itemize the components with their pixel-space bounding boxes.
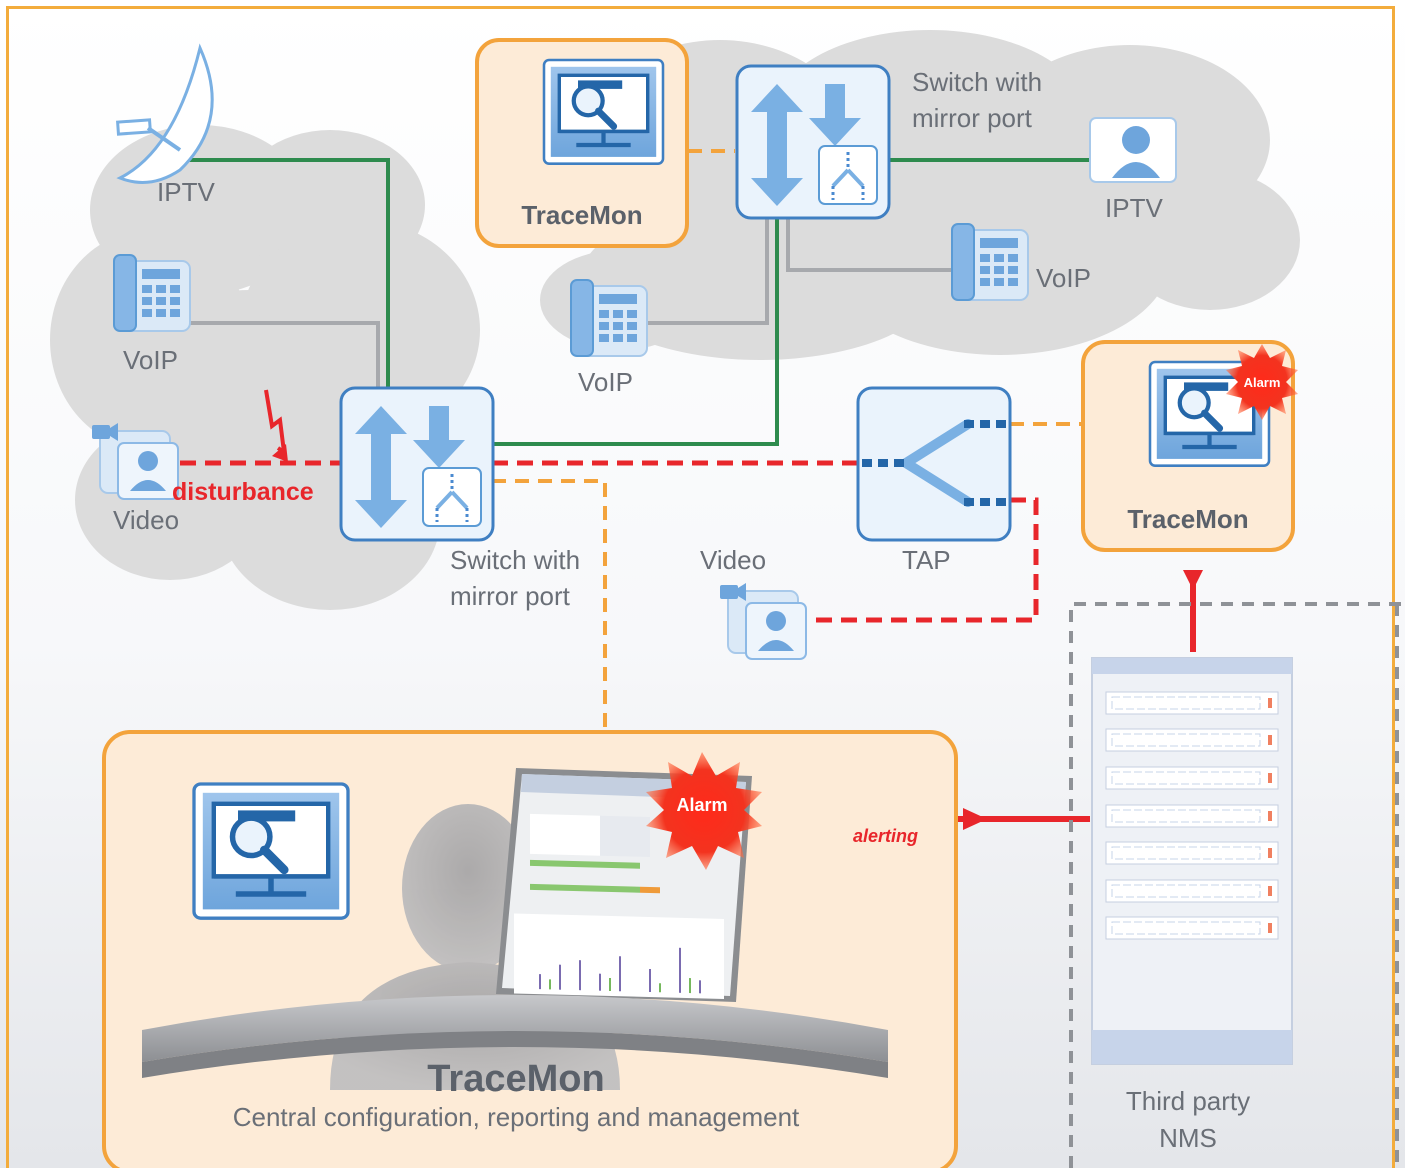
- link-green-mid: [492, 218, 779, 446]
- link-red-disturbed: [180, 460, 1039, 623]
- label-alarm-small: Alarm: [1243, 375, 1281, 390]
- rack-unit: [1105, 766, 1279, 790]
- label-tracemon-central: TraceMon: [427, 1058, 605, 1100]
- label-tap: TAP: [902, 545, 951, 575]
- alarm-burst-big: [646, 752, 762, 870]
- server-rack-icon: [1091, 657, 1293, 1065]
- monitor-search-icon: [194, 784, 348, 918]
- tracemon-top-box: [475, 38, 689, 248]
- phone-icon: [113, 254, 191, 332]
- satellite-dish-icon: [116, 43, 214, 184]
- label-video-mid: Video: [700, 545, 767, 575]
- switch-icon: [339, 386, 495, 542]
- lightning-icon: [264, 389, 288, 462]
- label-disturbance: disturbance: [172, 478, 314, 506]
- outer-frame: [6, 6, 1395, 1168]
- link-gray-right: [645, 218, 955, 325]
- label-voip-mid: VoIP: [578, 367, 633, 397]
- label-alerting: alerting: [853, 826, 919, 846]
- label-voip-left: VoIP: [123, 345, 178, 375]
- label-video-left: Video: [113, 505, 180, 535]
- tracemon-right-box: [1081, 340, 1298, 552]
- switch-icon: [735, 64, 891, 220]
- label-nms-line2: NMS: [1159, 1123, 1217, 1153]
- link-gray-left: [185, 321, 380, 400]
- tracemon-central-box: [102, 730, 958, 1168]
- tap-icon: [856, 386, 1012, 542]
- desk-icon: [142, 995, 888, 1078]
- phone-icon: [951, 223, 1029, 301]
- rack-unit: [1105, 728, 1279, 752]
- label-central-description: Central configuration, reporting and man…: [232, 1102, 800, 1132]
- video-user-icon: [91, 422, 179, 500]
- label-iptv-right: IPTV: [1105, 193, 1163, 223]
- app-screenshot-icon: [496, 768, 752, 1002]
- label-switch-mid-line1: Switch with: [450, 545, 581, 575]
- label-tracemon-right: TraceMon: [1127, 504, 1249, 534]
- rack-unit: [1105, 841, 1279, 865]
- rack-unit: [1105, 879, 1279, 903]
- link-orange-mirror: [492, 149, 1083, 760]
- rack-unit: [1105, 691, 1279, 715]
- rack-unit: [1105, 916, 1279, 940]
- label-switch-top-line1: Switch with: [912, 67, 1043, 97]
- phone-icon: [570, 279, 648, 357]
- label-iptv-left: IPTV: [157, 177, 215, 207]
- monitor-search-icon: [544, 60, 663, 164]
- label-tracemon-top: TraceMon: [521, 200, 643, 230]
- label-alarm-big: Alarm: [676, 795, 728, 815]
- label-switch-mid-line2: mirror port: [450, 581, 570, 611]
- label-nms-line1: Third party: [1125, 1086, 1251, 1116]
- label-switch-top-line2: mirror port: [912, 103, 1032, 133]
- video-user-icon: [719, 582, 807, 660]
- link-green-left: [180, 158, 390, 400]
- nms-container: [1069, 602, 1405, 1168]
- alarm-burst-small: [1226, 344, 1298, 420]
- rack-unit: [1105, 804, 1279, 828]
- label-voip-right: VoIP: [1036, 263, 1091, 293]
- user-icon: [1089, 117, 1177, 183]
